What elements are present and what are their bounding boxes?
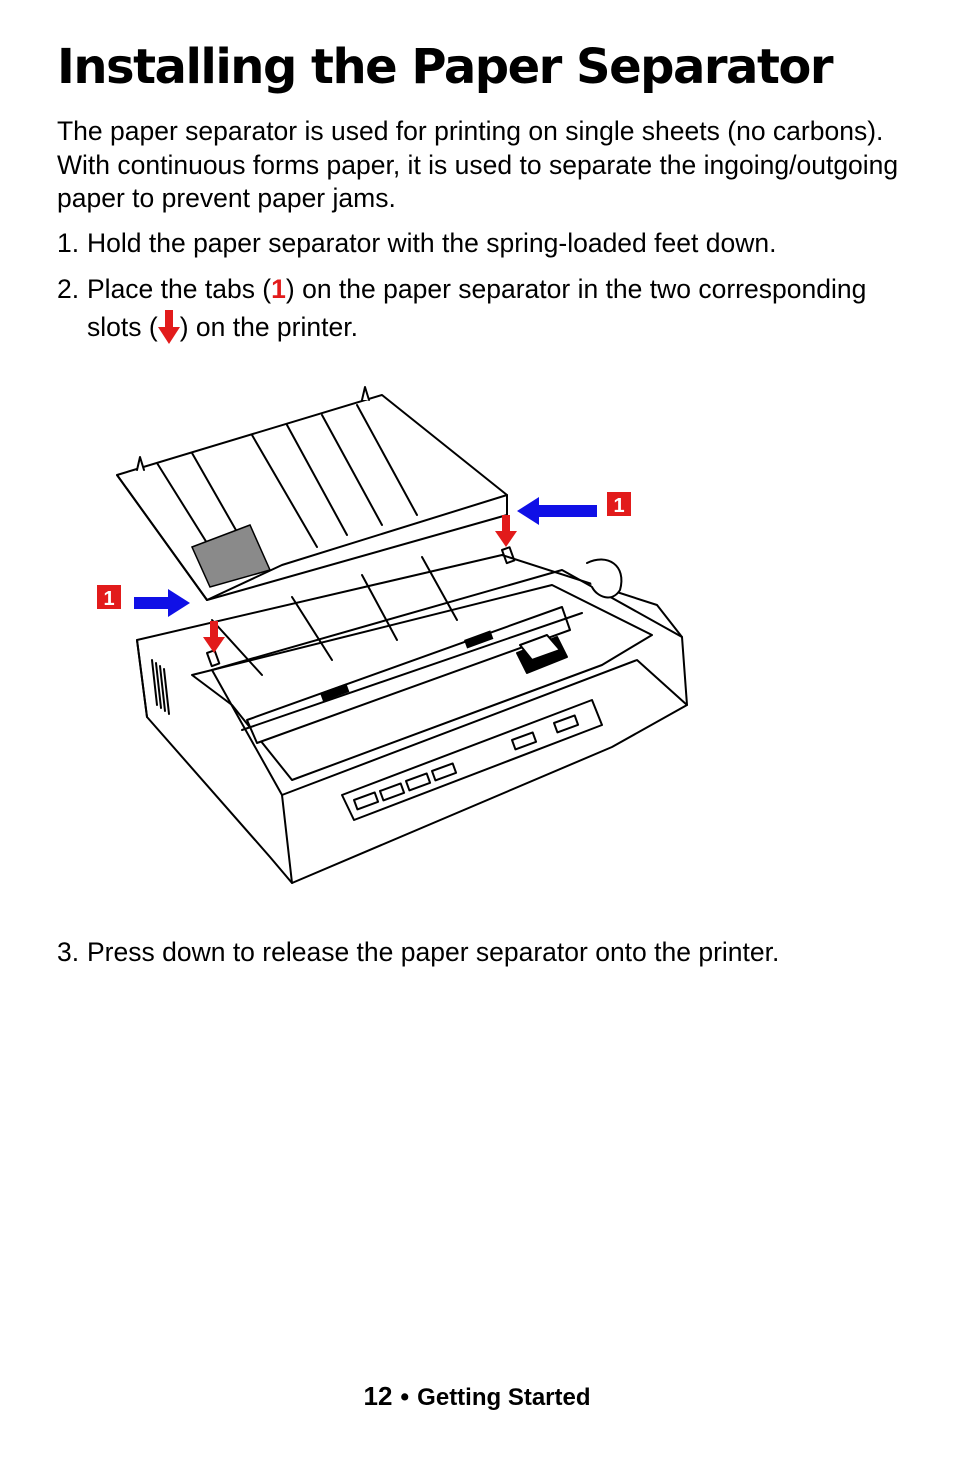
step-text: Place the tabs (1) on the paper separato…	[87, 270, 907, 346]
intro-paragraph: The paper separator is used for printing…	[57, 116, 899, 213]
red-down-arrow-icon	[157, 310, 180, 344]
footer-bullet: •	[400, 1383, 410, 1411]
step-number: 1.	[57, 228, 80, 258]
red-down-arrow-icon	[203, 621, 225, 653]
step-2: 2. Place the tabs (1) on the paper separ…	[57, 270, 907, 346]
printer-illustration: 1 1	[92, 375, 712, 895]
step-text: Press down to release the paper separato…	[87, 937, 780, 967]
callout-box-left	[97, 585, 121, 609]
step-3: 3. Press down to release the paper separ…	[57, 933, 907, 971]
page-footer: 12• Getting Started	[0, 1378, 954, 1416]
callout-number: 1	[271, 274, 286, 304]
callout-label-left: 1	[103, 588, 114, 610]
page-title: Installing the Paper Separator	[57, 39, 834, 95]
printer-diagram: 1 1	[97, 386, 688, 884]
blue-arrow-left-icon	[134, 589, 190, 617]
step-1: 1. Hold the paper separator with the spr…	[57, 224, 907, 262]
step-text: Hold the paper separator with the spring…	[87, 228, 777, 258]
step-number: 2.	[57, 274, 80, 304]
step-number: 3.	[57, 937, 80, 967]
red-down-arrow-icon	[495, 515, 517, 547]
printer-body	[136, 554, 688, 884]
blue-arrow-right-icon	[517, 497, 597, 525]
callout-label-right: 1	[613, 495, 624, 517]
callout-box-right	[607, 492, 631, 516]
page-number: 12	[363, 1381, 393, 1411]
section-name: Getting Started	[417, 1384, 591, 1411]
